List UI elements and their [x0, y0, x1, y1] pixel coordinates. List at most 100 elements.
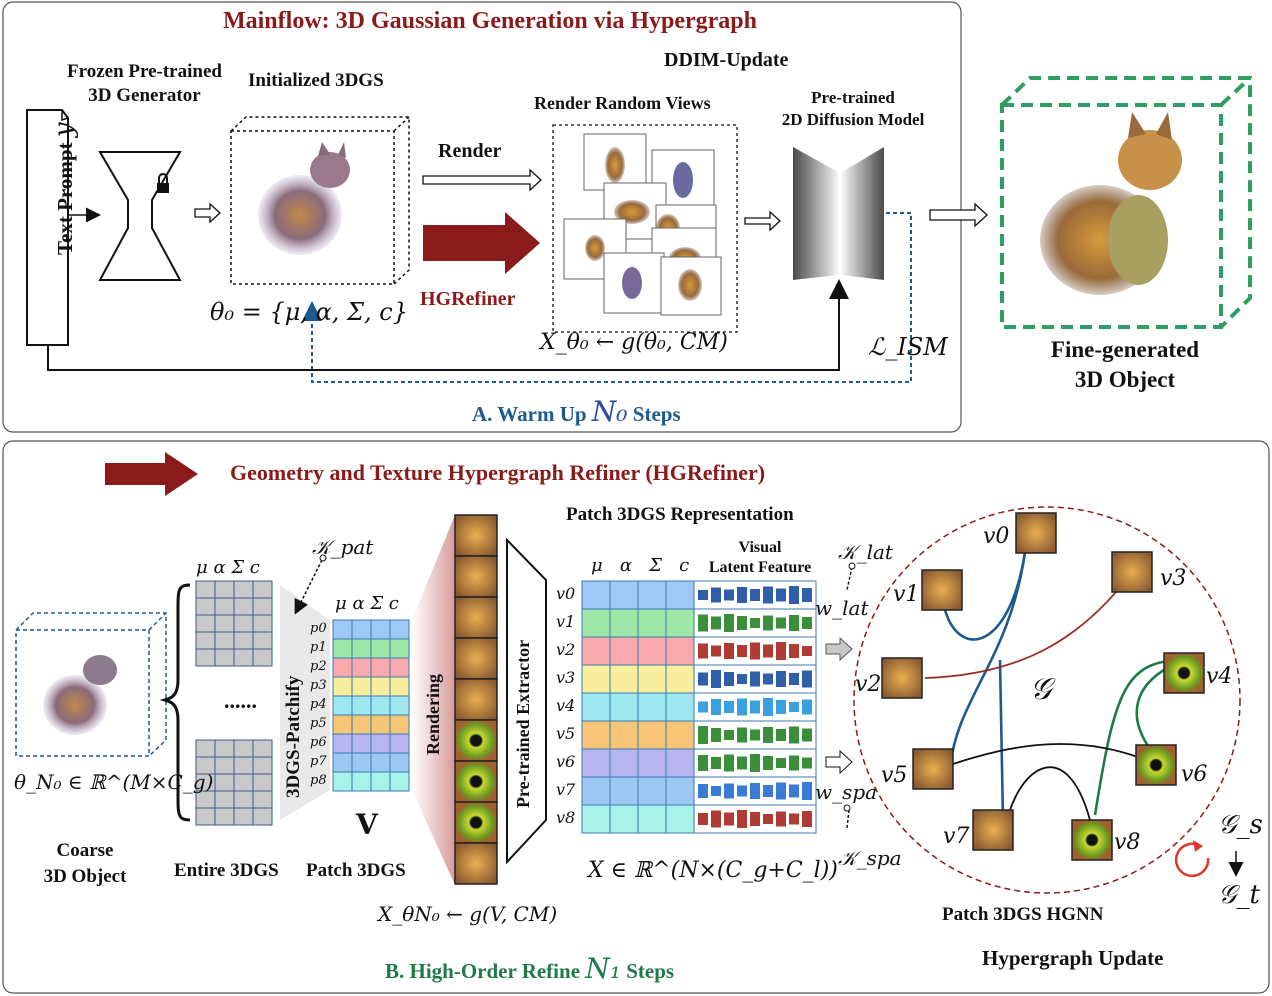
- hyperedge-black-2: [1004, 766, 1091, 831]
- x-matrix-label: X ∈ ℝ^(N×(C_g+C_l)): [588, 858, 838, 883]
- gs-symbol: 𝒢_s: [1218, 810, 1263, 840]
- p-label: p7: [310, 754, 327, 769]
- visual-latent-bars: [698, 586, 812, 828]
- text-prompt-label: Text Prompt y: [49, 122, 79, 255]
- rendering-wedge: [412, 515, 455, 885]
- rendered-patch-strip: [454, 514, 498, 885]
- init-3dgs-cube: [230, 130, 395, 285]
- text-prompt-box: [26, 109, 69, 346]
- node-label: v0: [983, 524, 1010, 549]
- p-label: p3: [310, 678, 327, 693]
- dots: ......: [224, 688, 257, 713]
- v-label: v1: [556, 612, 576, 631]
- fine-generated-cube: [1000, 76, 1252, 329]
- patch-param-headers: μ α Σ c: [335, 593, 399, 614]
- node-label: v4: [1206, 664, 1233, 689]
- k-spa: 𝒦_spa: [838, 846, 902, 870]
- arrow-to-3dgs: [194, 202, 221, 224]
- node-label: v1: [893, 582, 920, 607]
- feedback-dashed-line: [302, 212, 912, 383]
- theta0-formula: θ₀ = {μ, α, Σ, c}: [210, 298, 408, 326]
- arrow-lat: [825, 636, 853, 662]
- p-label: p2: [310, 659, 327, 674]
- panel-b-frame: [2, 440, 1270, 994]
- v-label: v5: [556, 724, 576, 743]
- v-label: v8: [556, 808, 576, 827]
- extractor-label: Pre-trained Extractor: [513, 639, 533, 808]
- v-label: v3: [556, 668, 576, 687]
- v-label: v2: [556, 640, 576, 659]
- diffusion-model-left: [793, 147, 838, 280]
- v-label: v6: [556, 752, 576, 771]
- patch-3dgs-grid: [332, 619, 410, 792]
- x-render-formula: X_θN₀ ← g(V, CM): [378, 902, 558, 926]
- hgrefiner-arrow: [423, 212, 540, 274]
- rendered-view-thumbnails: [563, 133, 722, 316]
- update-cycle-icon: [1174, 842, 1210, 878]
- v-label: v0: [556, 584, 576, 603]
- patchify-wedge: [280, 585, 330, 820]
- hyperedge-black-1: [949, 743, 1159, 766]
- hypergraph-update-label: Hypergraph Update: [982, 946, 1164, 970]
- warmup-label: A. Warm Up N₀ Steps: [472, 395, 681, 428]
- arrow-spa: [825, 749, 853, 775]
- arrow-to-fine: [929, 202, 988, 228]
- hypergraph-circle: [853, 506, 1241, 894]
- p-label: p5: [310, 716, 327, 731]
- hyperedge-red: [924, 574, 1131, 679]
- p-label: p0: [310, 621, 327, 636]
- v-matrix-label: V: [356, 808, 378, 841]
- render-label: Render: [438, 140, 502, 162]
- render-random-views-label: Render Random Views: [534, 93, 711, 113]
- ddim-update-label: DDIM-Update: [664, 49, 789, 71]
- patchify-label: 3DGS-Patchify: [283, 675, 304, 798]
- render-arrow: [422, 168, 542, 192]
- hyperedge-blue-3: [998, 659, 1005, 821]
- panel-b-title: Geometry and Texture Hypergraph Refiner …: [230, 460, 766, 485]
- diffusion-model-right: [842, 147, 884, 280]
- node-label: v2: [855, 672, 882, 697]
- entire-3dgs-grid-top: [195, 580, 273, 667]
- x-param-headers: μ α Σ c: [591, 555, 690, 576]
- coarse-object-cube: [15, 612, 167, 757]
- initialized-3dgs-label: Initialized 3DGS: [248, 70, 384, 91]
- node-label: v5: [881, 763, 908, 788]
- refine-label: B. High-Order Refine N₁ Steps: [385, 952, 675, 985]
- loss-ism: ℒ_ISM: [868, 333, 948, 361]
- entire-3dgs-label: Entire 3DGS: [174, 860, 279, 881]
- hgnn-label: Patch 3DGS HGNN: [942, 904, 1104, 925]
- w-spa: w_spa: [815, 780, 878, 804]
- p-label: p6: [310, 735, 327, 750]
- node-label: v8: [1114, 830, 1141, 855]
- v-label: v4: [556, 696, 576, 715]
- hyperedge-blue-2: [948, 551, 1027, 771]
- arrow-to-diffusion: [744, 210, 781, 232]
- gt-symbol: 𝒢_t: [1218, 880, 1260, 910]
- rendering-label: Rendering: [423, 674, 443, 755]
- patch-3dgs-label: Patch 3DGS: [306, 860, 406, 881]
- coarse-theta: θ_N₀ ∈ ℝ^(M×C_g): [14, 770, 214, 794]
- w-lat: w_lat: [815, 596, 869, 620]
- node-label: v7: [943, 824, 970, 849]
- patch-repr-label: Patch 3DGS Representation: [566, 504, 794, 525]
- x-theta-formula: X_θ₀ ← g(θ₀, CM): [540, 330, 728, 355]
- prompt-loop-line: [47, 279, 849, 371]
- init-3dgs-cat: [258, 175, 342, 255]
- entire-param-headers: μ α Σ c: [196, 557, 260, 578]
- v-label: v7: [556, 780, 576, 799]
- panel-a-title: Mainflow: 3D Gaussian Generation via Hyp…: [222, 8, 757, 34]
- k-lat: 𝒦_lat: [838, 540, 893, 564]
- render-views-box: [552, 124, 738, 333]
- entire-3dgs-brace: [159, 583, 191, 822]
- lock-icon: [157, 183, 169, 193]
- node-label: v6: [1181, 762, 1208, 787]
- hgrefiner-title-arrow: [105, 452, 198, 496]
- frozen-generator-shape: [98, 151, 182, 281]
- node-label: v3: [1160, 566, 1187, 591]
